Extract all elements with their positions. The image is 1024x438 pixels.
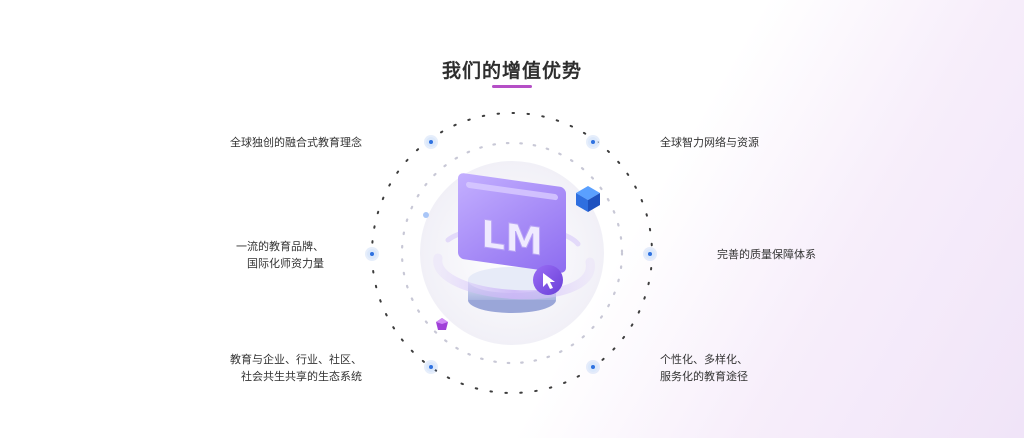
feature-left-3: 教育与企业、行业、社区、 社会共生共享的生态系统: [230, 351, 362, 385]
feature-left-2: 一流的教育品牌、 国际化师资力量: [236, 238, 324, 272]
feature-right-1: 全球智力网络与资源: [660, 134, 759, 151]
middle-dotted-ring: [400, 141, 624, 365]
stand-base-top: [468, 267, 556, 293]
feature-dot-left-2: [367, 249, 377, 259]
feature-text: 服务化的教育途径: [660, 370, 748, 383]
purple-gem-icon: [436, 318, 448, 330]
feature-text: 一流的教育品牌、: [236, 240, 324, 253]
feature-right-2: 完善的质量保障体系: [717, 246, 816, 263]
title-underline: [492, 85, 532, 88]
section-title: 我们的增值优势: [441, 60, 582, 82]
monitor: LM: [458, 173, 566, 273]
feature-text: 完善的质量保障体系: [717, 248, 816, 261]
feature-dot-right-1: [588, 137, 598, 147]
feature-text: 个性化、多样化、: [660, 353, 748, 366]
feature-dot-right-3: [588, 362, 598, 372]
cursor-arrow-icon: [543, 273, 555, 289]
monitor-screen: [458, 173, 566, 273]
feature-text: 全球独创的融合式教育理念: [230, 136, 362, 149]
monitor-logo: LM: [481, 213, 543, 265]
feature-right-3: 个性化、多样化、 服务化的教育途径: [660, 351, 748, 385]
swirl-band: [433, 253, 595, 300]
feature-dot-left-1: [426, 137, 436, 147]
feature-dot-left-3: [426, 362, 436, 372]
feature-text: 全球智力网络与资源: [660, 136, 759, 149]
feature-text: 教育与企业、行业、社区、: [230, 353, 362, 366]
blue-cube-icon: [576, 186, 600, 212]
feature-text: 国际化师资力量: [247, 257, 324, 270]
feature-dot-right-2: [645, 249, 655, 259]
feature-text: 社会共生共享的生态系统: [241, 370, 362, 383]
sparkle-dot: [423, 212, 429, 218]
feature-left-1: 全球独创的融合式教育理念: [230, 134, 362, 151]
